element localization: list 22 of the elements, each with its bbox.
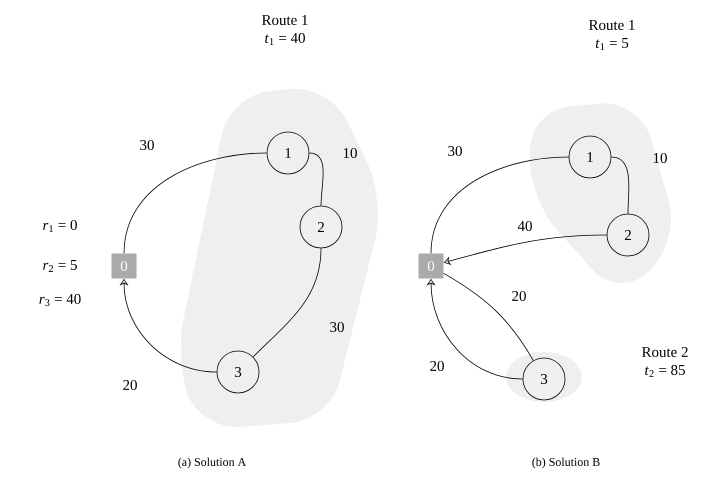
node-label: t$_{2}$ = 85 [645,364,685,377]
node-label: t$_{1}$ = 5 [596,38,628,50]
release-time-label: r$_{3}$ = 40 [39,294,81,306]
edge-label: 10 [654,152,667,164]
edge-label: 20 [123,380,137,390]
edge-label: 20 [430,360,444,372]
caption: (a) Solution A [178,458,246,468]
edge-label: 30 [330,322,344,332]
release-time-label: r$_{2}$ = 5 [43,260,77,272]
edge-label: 40 [518,220,532,232]
edge-label: 20 [512,290,526,302]
caption: (b) Solution B [532,458,600,468]
edge-label: 10 [344,148,357,158]
node-label: Route 2 [642,347,688,358]
node-label: t$_{1}$ = 40 [265,32,305,45]
node-label: Route 1 [588,20,635,30]
release-time-label: r$_{1}$ = 0 [43,220,77,232]
edge-label: 30 [448,146,462,156]
edge-label: 30 [140,140,154,150]
node-label: Route 1 [262,15,308,26]
depot-box: 0 [112,254,136,278]
depot-box: 0 [418,254,444,278]
